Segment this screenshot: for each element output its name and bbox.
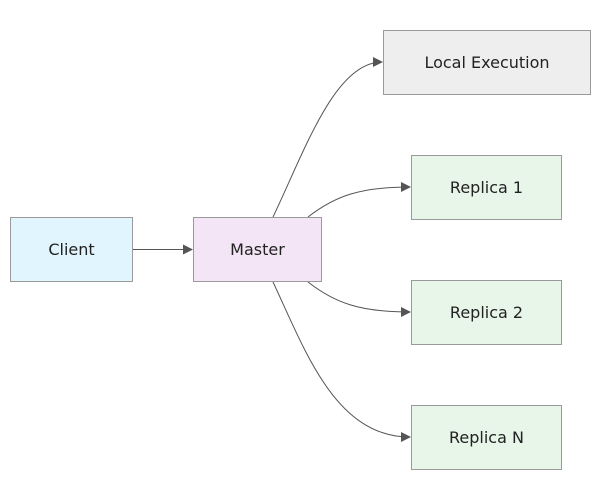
client-node: Client (10, 217, 133, 282)
local-execution-label: Local Execution (424, 53, 550, 72)
master-label: Master (230, 240, 285, 259)
replica-2-node: Replica 2 (411, 280, 562, 345)
replica-n-label: Replica N (449, 428, 524, 447)
edge-master-to-replica-2 (307, 281, 411, 317)
replica-1-node: Replica 1 (411, 155, 562, 220)
local-execution-node: Local Execution (383, 30, 591, 95)
edge-master-to-replica-n (272, 281, 411, 442)
edge-master-to-local-execution (272, 57, 383, 218)
replica-2-label: Replica 2 (449, 303, 524, 322)
master-node: Master (193, 217, 322, 282)
edge-master-to-replica-1 (307, 182, 411, 218)
replica-1-label: Replica 1 (449, 178, 524, 197)
replica-n-node: Replica N (411, 405, 562, 470)
client-label: Client (48, 240, 95, 259)
